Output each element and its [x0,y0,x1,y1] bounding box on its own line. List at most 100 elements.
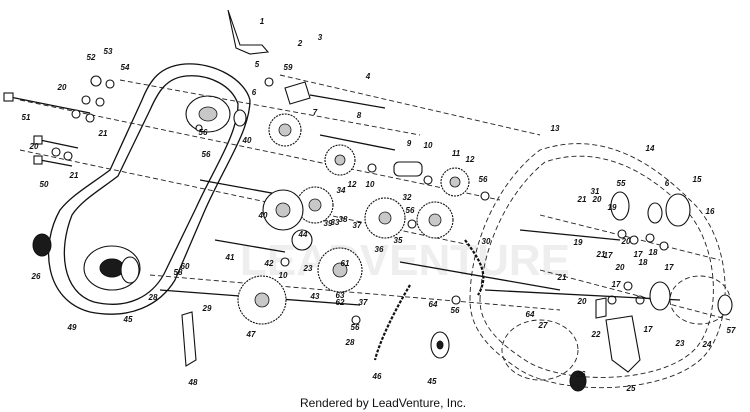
callout-label: 6 [665,179,670,188]
callout-label: 10 [424,141,433,150]
callout-label: 15 [693,175,702,184]
callout-label: 39 [324,219,333,228]
callout-label: 21 [557,273,567,282]
callout-label: 12 [348,180,357,189]
callout-label: 31 [591,187,600,196]
callout-label: 23 [675,339,685,348]
callout-label: 27 [538,321,548,330]
callout-label: 44 [298,230,308,239]
callout-label: 64 [526,310,535,319]
callout-label: 40 [242,136,252,145]
callout-label: 59 [284,63,293,72]
callout-label: 26 [31,272,41,281]
callout-label: 19 [574,238,583,247]
callout-label: 30 [482,237,491,246]
callout-label: 56 [202,150,211,159]
callout-label: 22 [591,330,601,339]
callout-label: 25 [626,384,636,393]
left-gear-case [48,63,251,315]
callout-label: 21 [596,250,606,259]
callout-label: 49 [67,323,77,332]
callout-label: 34 [337,186,346,195]
callout-label: 11 [452,149,461,158]
callout-label: 54 [121,63,130,72]
callout-label: 12 [466,155,475,164]
callout-label: 20 [57,83,67,92]
callout-label: 17 [604,251,613,260]
callout-label: 55 [617,179,626,188]
callout-label: 23 [303,264,313,273]
callout-label: 57 [727,326,736,335]
assembly-lines [19,74,731,321]
callout-label: 60 [181,262,190,271]
callout-label: 20 [29,142,39,151]
callout-label: 46 [372,372,382,381]
callout-label: 40 [258,211,268,220]
washers-and-nuts [51,75,669,325]
callout-label: 16 [706,207,715,216]
callout-label: 56 [406,206,415,215]
callout-label: 7 [313,108,318,117]
callout-label: 8 [357,111,362,120]
callout-label: 20 [615,263,625,272]
callout-label: 28 [148,293,158,302]
callout-label: 14 [646,144,655,153]
callout-label: 13 [551,124,560,133]
watermark: LEADVENTURE [240,236,570,285]
callout-label: 62 [336,298,345,307]
callout-label: 19 [608,203,617,212]
callout-label: 56 [351,323,360,332]
callout-label: 21 [98,129,108,138]
callout-label: 43 [310,292,320,301]
callout-label: 47 [246,330,256,339]
callout-label: 35 [394,236,403,245]
callout-label: 17 [665,263,674,272]
callout-label: 20 [577,297,587,306]
callout-label: 28 [345,338,355,347]
callout-label: 29 [202,304,212,313]
callout-label: 20 [592,195,602,204]
bolts [3,92,91,167]
brackets [181,9,641,373]
callout-label: 56 [479,175,488,184]
callout-label: 32 [403,193,412,202]
callout-label: 17 [612,280,621,289]
callout-label: 10 [279,271,288,280]
callout-label: 6 [252,88,257,97]
callout-label: 10 [366,180,375,189]
callout-label: 33 [331,218,340,227]
callout-label: 56 [199,128,208,137]
callout-label: 63 [336,291,345,300]
callout-label: 18 [639,258,648,267]
drive-chain [373,239,485,361]
callout-label: 36 [375,245,384,254]
callout-label: 17 [634,250,643,259]
callout-label: 2 [297,39,303,48]
callout-label: 58 [174,268,183,277]
callout-label: 61 [341,259,350,268]
callout-label: 50 [40,180,49,189]
callout-label: 21 [577,195,587,204]
callout-label: 20 [621,237,631,246]
callout-label: 24 [702,340,712,349]
callout-label: 45 [427,377,437,386]
callout-label: 1 [260,17,265,26]
callout-label: 45 [123,315,133,324]
callout-label: 26 [576,370,586,379]
gears [237,113,470,325]
callout-label: 17 [644,325,653,334]
callout-label: 51 [22,113,31,122]
callout-label: 37 [353,221,362,230]
callout-label: 37 [359,298,368,307]
callout-label: 3 [318,33,323,42]
callout-label: 18 [649,248,658,257]
callout-label: 42 [264,259,274,268]
callout-label: 5 [255,60,260,69]
callout-label: 52 [87,53,96,62]
hubs-and-seals [32,109,733,392]
callout-label: 9 [407,139,412,148]
callout-label: 41 [225,253,235,262]
callout-label: 4 [365,72,371,81]
